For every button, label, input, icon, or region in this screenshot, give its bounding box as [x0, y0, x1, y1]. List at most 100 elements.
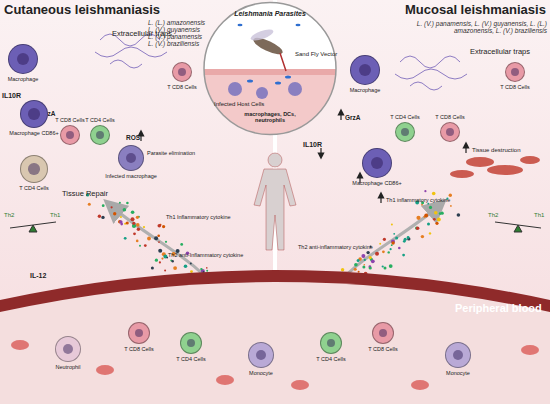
cytokine-dot — [166, 257, 168, 259]
cytokine-dot — [432, 192, 436, 196]
cytokine-dot — [429, 206, 432, 209]
body-silhouette — [254, 153, 296, 250]
cytokine-dot — [439, 212, 442, 215]
immune-cell: T CD4 Cells — [180, 332, 202, 354]
cytokine-dot — [154, 236, 158, 240]
cytokine-dot — [383, 238, 386, 241]
cell-nucleus — [453, 350, 464, 361]
cell-label: T CD8 Cells — [435, 114, 465, 120]
decor-shape — [11, 340, 29, 350]
annotation-label: IL10R — [2, 92, 21, 100]
cytokine-dot — [358, 271, 360, 273]
cytokine-dot — [155, 259, 158, 262]
annotation-label: Tissue destruction — [472, 147, 520, 154]
annotation-label: Th1 — [534, 212, 544, 219]
immune-cell: T CD8 Cells — [172, 62, 192, 82]
immune-cell: Macrophage CD86+ — [362, 148, 392, 178]
cytokine-dot — [173, 266, 177, 270]
cytokine-dot — [391, 244, 393, 246]
cytokine-dot — [364, 259, 366, 261]
cytokine-dot — [158, 241, 160, 243]
cell-label: Macrophage CD86+ — [9, 130, 58, 136]
cytokine-dot — [126, 221, 129, 224]
cytokine-dot — [388, 251, 390, 253]
cytokine-dot — [402, 254, 405, 257]
cytokine-dot — [162, 225, 165, 228]
cytokine-dot — [190, 270, 193, 273]
immune-cell: Monocyte — [248, 342, 274, 368]
cell-nucleus — [446, 128, 454, 136]
cytokine-dot — [379, 243, 381, 245]
cytokine-dot — [369, 266, 372, 269]
cell-nucleus — [327, 339, 336, 348]
cytokine-dot — [395, 236, 398, 239]
cytokine-dot — [172, 260, 174, 262]
immune-cell: T CD8 Cells — [505, 62, 525, 82]
decor-shape — [256, 87, 268, 99]
cell-label: Monocyte — [249, 370, 273, 376]
decor-shape — [521, 345, 539, 355]
cytokine-dot — [101, 216, 104, 219]
decor-shape — [514, 225, 522, 232]
cell-nucleus — [96, 131, 104, 139]
immune-cell: T CD4 Cells — [90, 125, 110, 145]
cell-label: T CD8 Cells — [55, 117, 85, 123]
decor-shape — [520, 156, 540, 164]
cell-nucleus — [379, 329, 388, 338]
annotation-label: IL-12 — [30, 272, 46, 280]
cytokine-dot — [391, 223, 393, 225]
decor-shape — [200, 69, 340, 136]
decor-shape — [204, 3, 336, 135]
cytokine-dot — [124, 237, 127, 240]
immune-cell: T CD8 Cells — [372, 322, 394, 344]
immune-cell: Macrophage — [8, 44, 38, 74]
decor-shape — [411, 380, 429, 390]
decor-shape — [465, 145, 466, 153]
annotation-label: Th1 Inflammatory cytokine — [166, 214, 231, 220]
cytokine-dot — [126, 202, 129, 205]
annotation-label: GrzA — [345, 114, 361, 121]
cell-label: Neutrophil — [55, 364, 80, 370]
cell-label: T CD8 Cells — [167, 84, 197, 90]
cytokine-dot — [139, 245, 141, 247]
decor-shape — [200, 69, 340, 75]
immune-cell: T CD8 Cells — [60, 125, 80, 145]
cytokine-dot — [421, 235, 424, 238]
decor-shape — [340, 112, 341, 120]
cytokine-dot — [200, 268, 202, 270]
decor-shape — [29, 225, 37, 232]
decor-shape — [280, 53, 286, 71]
cytokine-dot — [427, 222, 430, 225]
annotation-label: Tissue Repair — [62, 190, 108, 198]
cytokine-dot — [131, 210, 135, 214]
annotation-label: Th2 anti-inflammatory cytokine — [298, 244, 373, 250]
cell-label: T CD8 Cells — [500, 84, 530, 90]
cytokine-dot — [341, 268, 344, 271]
cytokine-dot — [375, 252, 379, 256]
cytokine-dot — [357, 259, 360, 262]
inset-label: Infected Host Cells — [214, 101, 264, 108]
cytokine-dot — [164, 269, 166, 271]
cytokine-dot — [407, 236, 410, 239]
cytokine-dot — [424, 190, 426, 192]
cytokine-dot — [416, 227, 420, 231]
cytokine-dot — [123, 208, 127, 212]
cytokine-dot — [369, 256, 372, 259]
cell-label: Monocyte — [446, 370, 470, 376]
cytokine-dot — [371, 259, 375, 263]
cytokine-dot — [416, 216, 420, 220]
extracellular-traps — [395, 56, 467, 90]
cell-nucleus — [66, 131, 74, 139]
annotation-label: ROS — [126, 134, 140, 141]
cytokine-dot — [159, 261, 161, 263]
cytokine-dot — [132, 222, 135, 225]
cytokine-dot — [450, 205, 452, 207]
cell-nucleus — [28, 108, 39, 119]
cytokine-dot — [165, 241, 167, 243]
annotation-label: Th2 — [488, 212, 498, 219]
cell-nucleus — [187, 339, 196, 348]
infection-inset-circle: Leishmania ParasitesSand Fly VectorInfec… — [200, 1, 340, 136]
immune-cell: Neutrophil — [55, 336, 81, 362]
cell-nucleus — [401, 128, 409, 136]
cytokine-dot — [120, 223, 123, 226]
